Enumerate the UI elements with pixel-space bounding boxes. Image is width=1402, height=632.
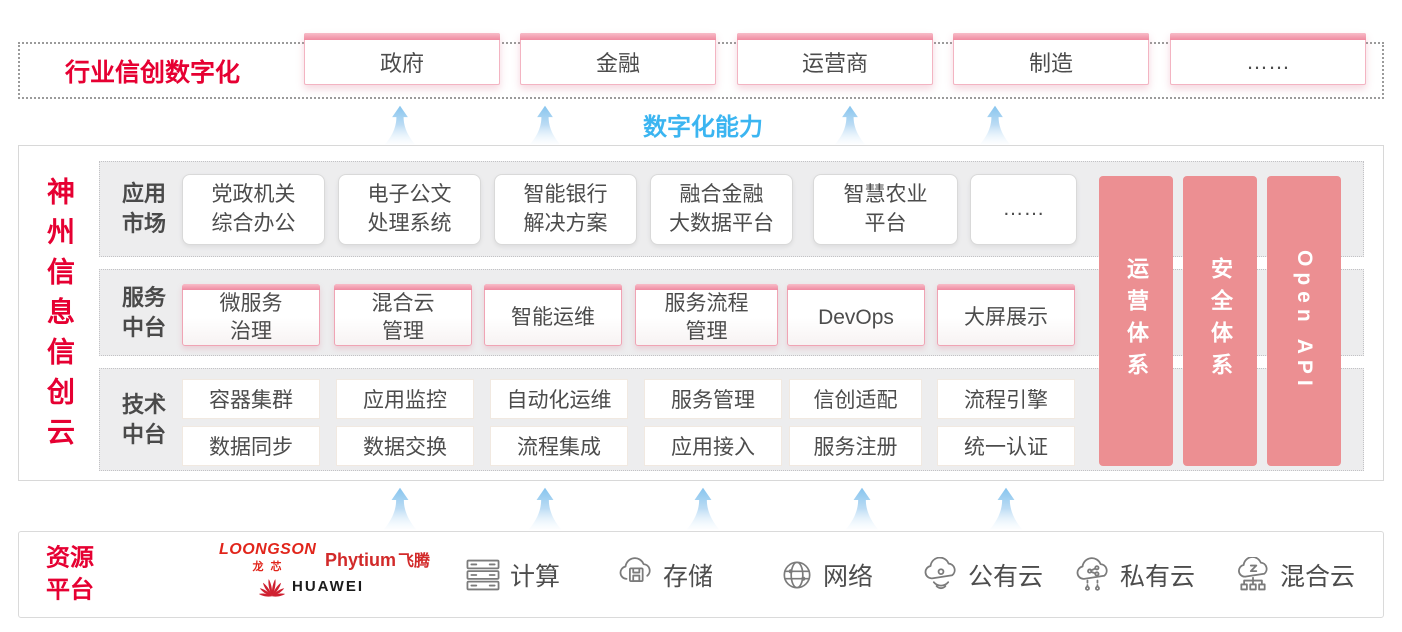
industry-band: 行业信创数字化 政府 金融 运营商 制造 …… <box>18 33 1384 99</box>
tech-box: 数据同步 <box>182 426 320 466</box>
up-arrow-icon <box>686 487 720 530</box>
app-box: 党政机关 综合办公 <box>182 174 325 245</box>
phytium-logo: Phytium 飞腾 <box>325 547 430 571</box>
app-box: 电子公文 处理系统 <box>338 174 481 245</box>
digital-capability-label: 数字化能力 <box>643 114 763 141</box>
app-market-panel: 应用 市场 党政机关 综合办公 电子公文 处理系统 智能银行 解决方案 融合金融… <box>99 161 1364 257</box>
app-box-ellipsis: …… <box>970 174 1077 245</box>
tech-box: 服务管理 <box>644 379 782 419</box>
service-box: 服务流程 管理 <box>635 284 778 346</box>
pillar-operation-system: 运营体系 <box>1099 176 1173 466</box>
cloud-platform-title: 神州信息信创云 <box>44 177 75 457</box>
app-box: 融合金融 大数据平台 <box>650 174 793 245</box>
tech-box: 流程引擎 <box>937 379 1075 419</box>
resource-item-label: 公有云 <box>968 562 1044 591</box>
phytium-chinese: 飞腾 <box>398 553 431 570</box>
up-arrow-icon <box>528 487 562 530</box>
app-box: 智能银行 解决方案 <box>494 174 637 245</box>
service-box: 智能运维 <box>484 284 622 346</box>
tech-platform-label: 技术 中台 <box>122 391 167 447</box>
up-arrow-icon <box>383 487 417 530</box>
huawei-wordmark: HUAWEI <box>292 578 364 595</box>
app-market-label: 应用 市场 <box>122 181 167 236</box>
service-platform-label: 服务 中台 <box>122 284 167 340</box>
up-arrow-icon <box>980 105 1010 145</box>
huawei-logo: HUAWEI <box>259 576 364 597</box>
service-box: 微服务 治理 <box>182 284 320 346</box>
public-cloud-icon <box>924 556 956 589</box>
loongson-wordmark: LOONGSON <box>219 541 317 558</box>
resource-item-network: 网络 <box>778 557 873 593</box>
network-icon <box>783 560 811 589</box>
huawei-flower-icon <box>259 579 285 597</box>
resource-item-label: 网络 <box>823 562 874 591</box>
tech-box: 应用监控 <box>336 379 474 419</box>
cloud-platform-box: 神州信息信创云 应用 市场 党政机关 综合办公 电子公文 处理系统 智能银行 解… <box>18 145 1384 481</box>
up-arrow-icon <box>530 105 560 145</box>
resource-item-label: 私有云 <box>1120 562 1196 591</box>
tech-box: 容器集群 <box>182 379 320 419</box>
resource-item-private-cloud: 私有云 <box>1073 556 1196 593</box>
hybrid-cloud-icon <box>1238 556 1268 590</box>
compute-icon <box>466 559 500 590</box>
tech-box: 服务注册 <box>789 426 922 466</box>
tech-platform-panel: 技术 中台 容器集群 应用监控 自动化运维 服务管理 信创适配 流程引擎 数据同… <box>99 368 1364 471</box>
tech-box: 信创适配 <box>789 379 922 419</box>
resource-item-hybrid-cloud: 混合云 <box>1233 556 1356 593</box>
loongson-logo: LOONGSON 龙芯 <box>219 541 317 574</box>
pillar-security-system: 安全体系 <box>1183 176 1257 466</box>
storage-icon <box>619 556 651 582</box>
industry-box-operator: 运营商 <box>737 33 933 85</box>
resource-item-storage: 存储 <box>616 556 714 593</box>
resource-platform-label: 资源 平台 <box>46 544 94 604</box>
up-arrow-icon <box>385 105 415 145</box>
tech-box: 自动化运维 <box>490 379 628 419</box>
private-cloud-icon <box>1076 556 1108 591</box>
industry-box-ellipsis: …… <box>1170 33 1366 85</box>
app-box: 智慧农业 平台 <box>813 174 958 245</box>
resource-item-label: 计算 <box>510 562 561 591</box>
resource-item-public-cloud: 公有云 <box>921 556 1044 593</box>
tech-box: 应用接入 <box>644 426 782 466</box>
industry-box-manufacturing: 制造 <box>953 33 1149 85</box>
tech-box: 流程集成 <box>490 426 628 466</box>
loongson-chinese: 龙芯 <box>252 561 289 573</box>
up-arrow-icon <box>989 487 1023 530</box>
up-arrow-icon <box>835 105 865 145</box>
industry-box-government: 政府 <box>304 33 500 85</box>
industry-box-finance: 金融 <box>520 33 716 85</box>
service-box: 大屏展示 <box>937 284 1075 346</box>
resource-item-label: 混合云 <box>1280 562 1356 591</box>
tech-box: 数据交换 <box>336 426 474 466</box>
service-box: 混合云 管理 <box>334 284 472 346</box>
resource-platform-box: 资源 平台 LOONGSON 龙芯 Phytium 飞腾 <box>18 531 1384 618</box>
service-box: DevOps <box>787 284 925 346</box>
resource-item-compute: 计算 <box>463 557 560 593</box>
tech-box: 统一认证 <box>937 426 1075 466</box>
resource-item-label: 存储 <box>663 562 714 591</box>
service-platform-panel: 服务 中台 微服务 治理 混合云 管理 智能运维 服务流程 管理 DevOps … <box>99 269 1364 356</box>
phytium-wordmark: Phytium <box>325 550 397 570</box>
up-arrow-icon <box>845 487 879 530</box>
pillar-open-api: Open API <box>1267 176 1341 466</box>
industry-band-title: 行业信创数字化 <box>65 58 241 87</box>
